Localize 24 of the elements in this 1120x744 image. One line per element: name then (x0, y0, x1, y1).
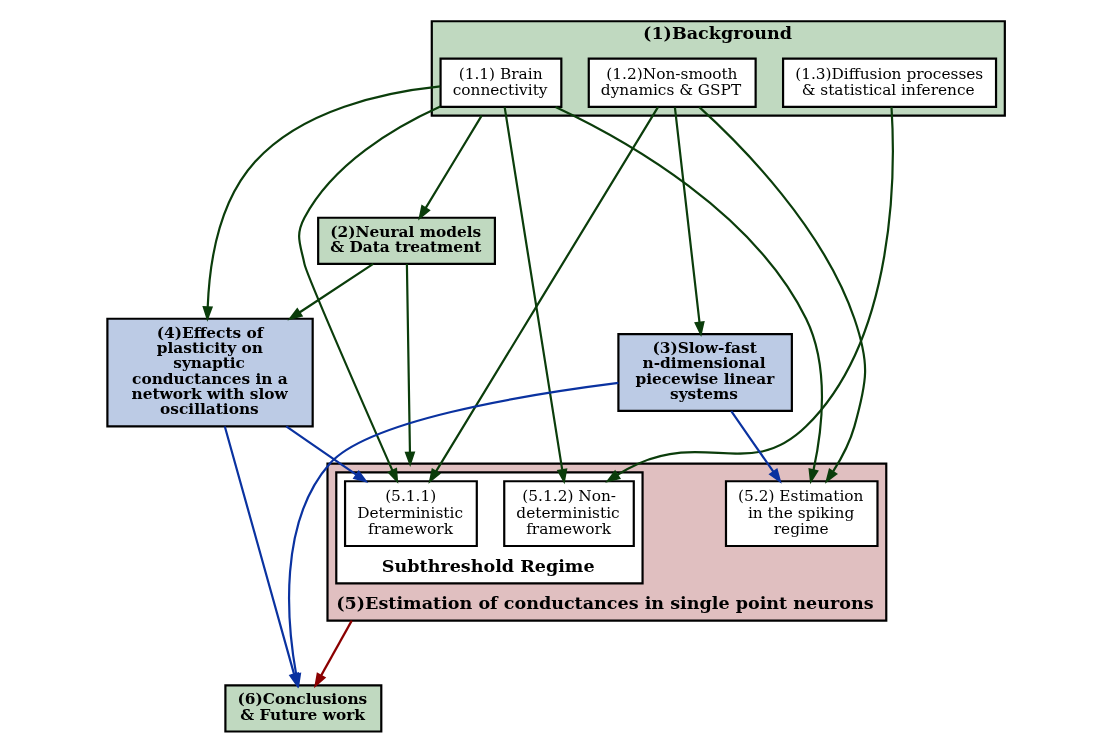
arrow (673, 107, 705, 338)
arrow (285, 425, 368, 484)
arrow (729, 410, 782, 484)
node-box: (1.2)Non-smooth dynamics & GSPT (587, 57, 757, 108)
node-box: (3)Slow-fast n-dimensional piecewise linear systems (616, 333, 793, 413)
arrow (604, 106, 894, 483)
node-box: (1.1) Brain connectivity (438, 57, 562, 108)
node-box: (6)Conclusions & Future work (223, 684, 382, 733)
arrow (404, 264, 415, 467)
node-box: (5.1.1) Deterministic framework (343, 480, 478, 548)
arrow (313, 620, 353, 689)
node-box: (2)Neural models & Data treatment (316, 216, 496, 265)
node-box: (4)Effects of plasticity on synaptic conductances in a network with slow oscillations (105, 317, 314, 428)
arrow (503, 107, 567, 485)
arrow (427, 106, 659, 484)
node-box: (5.1.2) Non-deterministic framework (502, 480, 635, 548)
node-box: (5.2) Estimation in the spiking regime (724, 480, 879, 548)
arrow (286, 262, 374, 321)
arrow (698, 106, 866, 484)
arrow (201, 85, 440, 322)
arrow (297, 105, 441, 484)
arrow (554, 105, 823, 485)
arrow (417, 115, 483, 221)
node-box: (1.3)Diffusion processes & statistical inference (781, 57, 997, 108)
